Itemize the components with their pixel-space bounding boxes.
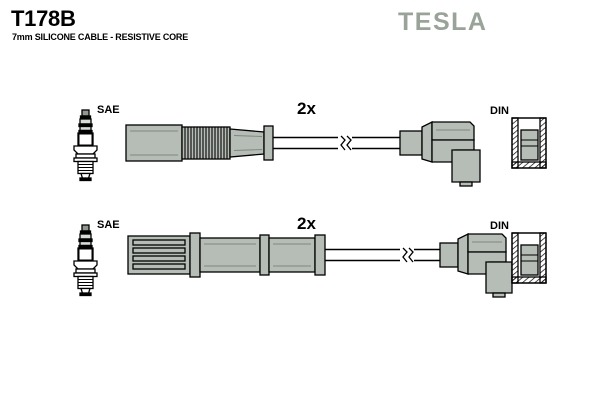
din-terminal-top	[511, 117, 547, 169]
boot-collar-bottom	[189, 232, 201, 278]
label-din-bottom: DIN	[490, 220, 509, 232]
boot-barrel2-bottom	[268, 237, 316, 273]
label-sae-top: SAE	[97, 104, 120, 116]
label-quantity-bottom: 2x	[297, 214, 316, 233]
boot-bellows-top	[181, 126, 231, 160]
page-title: T178B	[11, 6, 76, 31]
label-din-top: DIN	[490, 105, 509, 117]
label-sae-bottom: SAE	[97, 219, 120, 231]
cable-bottom	[325, 247, 440, 263]
brand-logo: TESLA	[398, 8, 488, 36]
din-boot-top	[399, 120, 481, 187]
plug-boot-top	[125, 124, 183, 162]
cable-top	[273, 135, 400, 151]
boot-ring-mid-bottom	[259, 234, 270, 276]
page-subtitle: 7mm SILICONE CABLE - RESISTIVE CORE	[12, 32, 189, 42]
boot-flange-bottom	[314, 234, 326, 276]
boot-flange-top	[263, 125, 274, 161]
spark-plug-top	[73, 109, 98, 182]
boot-barrel-bottom	[199, 237, 261, 273]
din-boot-bottom	[439, 232, 513, 298]
spark-plug-bottom	[73, 224, 98, 297]
boot-sleeve-top	[229, 128, 265, 158]
plug-boot-bottom	[127, 235, 191, 275]
din-terminal-bottom	[511, 232, 547, 284]
label-quantity-top: 2x	[297, 99, 316, 118]
